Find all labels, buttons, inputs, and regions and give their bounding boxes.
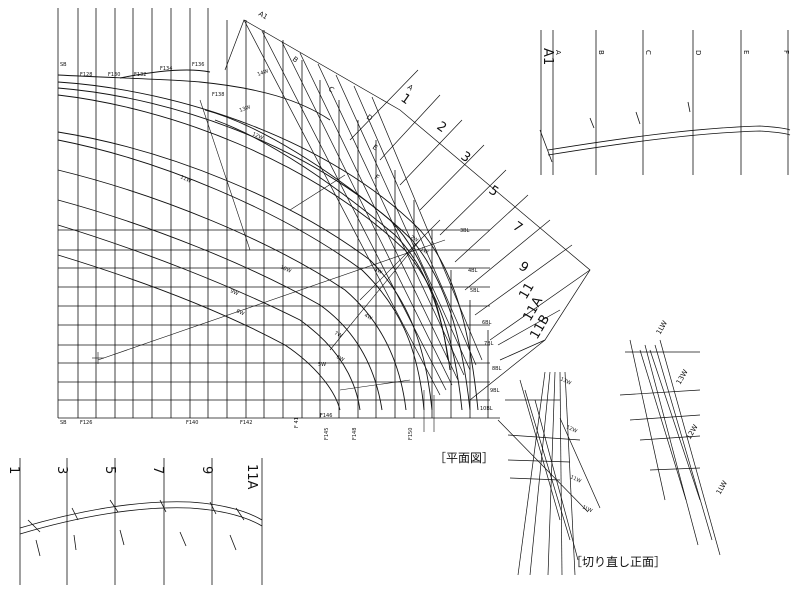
station-label: 5 xyxy=(102,466,117,474)
frame-label: F136 xyxy=(192,62,204,68)
station-label: A xyxy=(554,50,562,55)
waterline-label: 4W xyxy=(363,313,373,322)
frame-label: F128 xyxy=(80,72,92,78)
waterline-label: 12W xyxy=(251,131,264,141)
frame-label: F138 xyxy=(212,92,224,98)
buttock-label: 10BL xyxy=(480,406,493,412)
station-label: C xyxy=(644,50,652,55)
buttock-label: 7BL xyxy=(484,341,494,347)
frame-label: F126 xyxy=(80,420,92,426)
waterline-label: 13W xyxy=(559,376,572,386)
plan-view xyxy=(57,8,591,432)
waterline-label: 1LW xyxy=(655,319,669,336)
station-label: 7 xyxy=(510,219,525,236)
section-view xyxy=(497,339,721,576)
frame-label: F134 xyxy=(160,66,172,72)
frame-label: SB xyxy=(60,420,67,426)
frame-label: F150 xyxy=(408,428,414,440)
station-label: 3 xyxy=(54,466,69,474)
buttock-label: 8BL xyxy=(492,366,502,372)
station-label: 9 xyxy=(516,259,531,276)
waterline-label: 11W xyxy=(179,174,192,184)
waterline-label: 3W xyxy=(373,267,383,276)
section-caption: ［切り直し正面］ xyxy=(570,555,666,569)
station-label: E xyxy=(742,50,750,54)
frame-label: SB xyxy=(60,62,67,68)
station-label: B xyxy=(291,55,300,64)
waterline-label: 13W xyxy=(239,104,252,114)
station-label: D xyxy=(694,50,702,55)
waterline-label: 13W xyxy=(675,368,690,386)
station-label: 9 xyxy=(199,466,214,474)
frame-label: F145 xyxy=(324,428,330,440)
station-label: 11 xyxy=(516,280,537,302)
frame-label: F146 xyxy=(320,413,332,419)
buttock-label: 9BL xyxy=(490,388,500,394)
frame-label: F130 xyxy=(108,72,120,78)
buttock-label: 6BL xyxy=(482,320,492,326)
waterline-label: 1LW xyxy=(715,479,729,496)
station-label: 1 xyxy=(6,466,21,474)
station-label: 1 xyxy=(398,91,413,108)
waterline-label: 7W xyxy=(333,330,343,339)
hull-curves xyxy=(57,69,479,411)
waterline-label: 1W xyxy=(419,247,429,256)
waterline-label: 11W xyxy=(569,474,582,484)
buttock-label: 3BL xyxy=(460,228,470,234)
frame-grid-verticals xyxy=(77,8,489,418)
buttock-label: 5BL xyxy=(470,288,480,294)
waterline-label: 1LW xyxy=(581,504,593,514)
top-right-view xyxy=(539,30,791,175)
waterline-label: 10W xyxy=(279,264,292,274)
station-label: A xyxy=(406,83,415,92)
station-label: 3 xyxy=(458,149,473,166)
waterline-label: 6W xyxy=(335,354,345,363)
station-label: E xyxy=(371,143,379,152)
station-label: D xyxy=(365,113,374,123)
waterline-label: 9W xyxy=(229,288,239,297)
frame-label: F142 xyxy=(240,420,252,426)
station-label: B xyxy=(597,50,605,55)
plan-caption: ［平面図］ xyxy=(434,451,494,465)
station-label: 5 xyxy=(486,183,501,200)
station-label: C xyxy=(327,85,336,94)
waterline-label: 12W xyxy=(565,424,578,434)
frame-label: F132 xyxy=(134,72,146,78)
section-labels: 13W 12W 11W 1LW 1LW 1LW 12W 13W xyxy=(559,319,729,514)
waterline-label: 8W xyxy=(235,308,245,317)
construction-lines xyxy=(92,99,446,432)
station-label: F xyxy=(782,50,790,54)
station-label: 7 xyxy=(150,466,165,474)
top-right-labels: A1 A B C D E F xyxy=(540,48,790,65)
waterline-label: 14W xyxy=(257,68,270,78)
station-label: F xyxy=(373,173,381,182)
bottom-left-labels: 1 3 5 7 9 11A xyxy=(6,464,259,490)
frame-label: F 41 xyxy=(294,417,300,428)
frame-label: F148 xyxy=(352,428,358,440)
waterline-label: 5W xyxy=(318,362,326,368)
station-label: A1 xyxy=(257,10,269,22)
station-label: 2 xyxy=(434,119,449,136)
plan-labels: SB F126 F140 F142 F146 F 41 F145 F148 F1… xyxy=(60,10,553,440)
frame-label: F140 xyxy=(186,420,198,426)
station-label: 11A xyxy=(244,464,259,490)
waterline-label: 12W xyxy=(685,423,700,441)
rotated-station-grid xyxy=(224,19,591,401)
station-label: A1 xyxy=(540,48,555,65)
waterline-grid-horizontals xyxy=(58,229,490,401)
buttock-label: 4BL xyxy=(468,268,478,274)
waterline-label: 2W xyxy=(409,235,419,244)
bottom-left-view xyxy=(19,458,263,585)
